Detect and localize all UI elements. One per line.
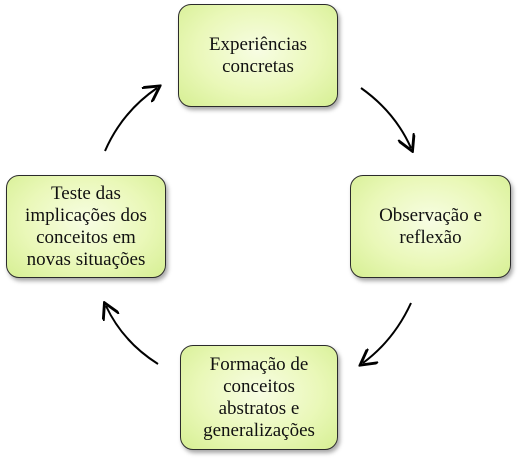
- node-formacao-conceitos: Formação de conceitos abstratos e genera…: [180, 345, 338, 450]
- node-observacao-reflexao: Observação e reflexão: [350, 175, 511, 278]
- arrow-right-to-bottom: [363, 302, 412, 363]
- node-label: Observação e reflexão: [379, 204, 482, 248]
- arrow-top-to-right: [360, 87, 411, 148]
- node-teste-implicacoes: Teste das implicações dos conceitos em n…: [6, 175, 166, 278]
- node-experiencias-concretas: Experiências concretas: [178, 4, 338, 107]
- arrow-left-to-top: [104, 88, 157, 152]
- node-label: Teste das implicações dos conceitos em n…: [25, 182, 147, 270]
- arrow-bottom-to-left: [106, 306, 159, 365]
- node-label: Formação de conceitos abstratos e genera…: [203, 353, 315, 441]
- node-label: Experiências concretas: [208, 33, 308, 77]
